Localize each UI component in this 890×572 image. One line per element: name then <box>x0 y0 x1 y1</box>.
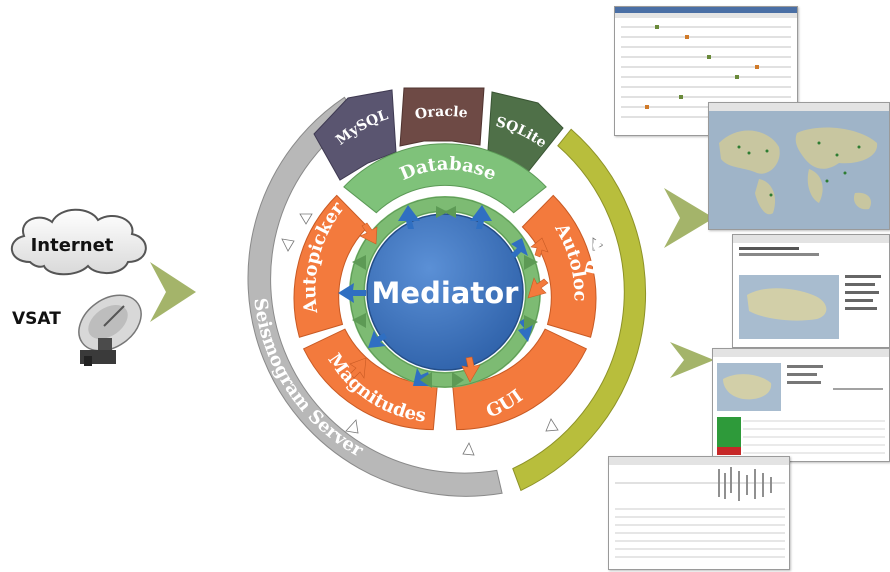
gui-block <box>452 328 588 431</box>
mediator-label: Mediator <box>372 276 520 310</box>
screenshot-thumbnail <box>608 456 790 570</box>
vsat-label: VSAT <box>12 309 61 329</box>
orange-arrows <box>349 222 549 383</box>
green-arrows <box>352 206 538 388</box>
cloud-icon <box>11 208 147 276</box>
oracle-block <box>399 87 485 147</box>
outer-ring-arrows <box>281 213 604 456</box>
data-products-ring <box>512 128 646 492</box>
seismogram-server-ring <box>247 96 503 497</box>
satellite-dish-icon <box>78 294 142 366</box>
oracle-label: Oracle <box>414 104 469 123</box>
screenshot-thumbnail <box>712 348 890 462</box>
mediator-circle <box>366 213 524 371</box>
mysql-block <box>313 89 397 181</box>
screenshot-thumbnail <box>732 234 890 348</box>
magnitudes-block <box>302 328 438 431</box>
flow-arrow-icon <box>150 188 714 378</box>
autopicker-block <box>293 194 369 338</box>
database-block <box>343 143 547 214</box>
screenshot-thumbnail <box>708 102 890 230</box>
internet-label: Internet <box>31 235 114 256</box>
